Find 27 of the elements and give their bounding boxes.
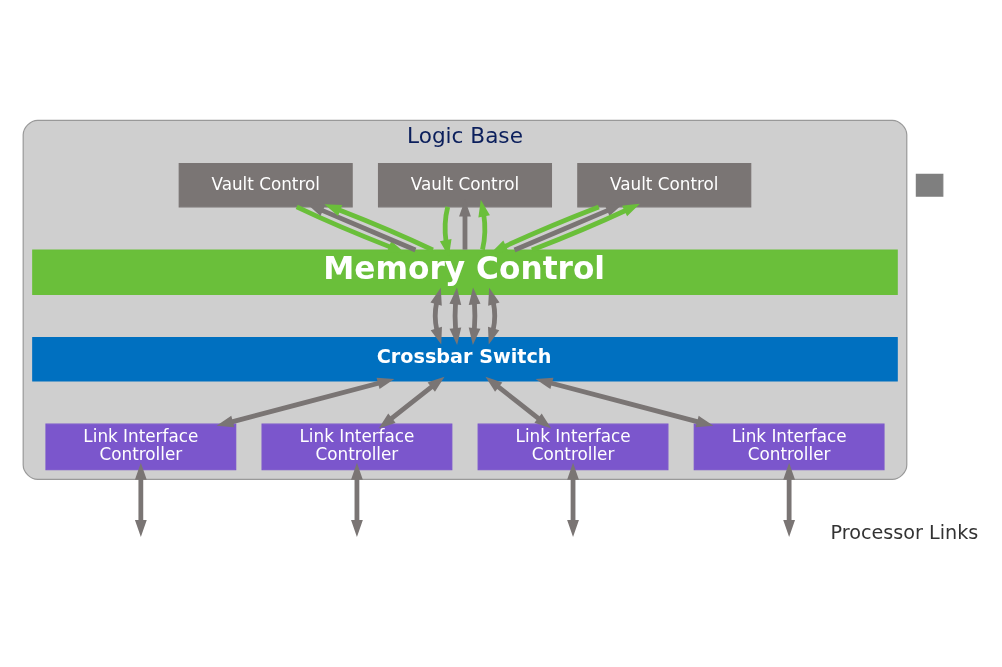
arrow — [351, 462, 363, 537]
arrow — [324, 204, 434, 253]
node-box: Vault Control — [377, 163, 552, 208]
arrow — [488, 287, 500, 345]
arrow — [378, 376, 445, 429]
arrow — [535, 377, 714, 428]
arrow — [430, 287, 442, 345]
arrow — [531, 203, 640, 253]
arrow — [449, 287, 462, 345]
node-box: Vault Control — [577, 163, 752, 208]
node-box — [915, 173, 944, 197]
arrow — [216, 377, 395, 428]
node-box: Link Interface Controller — [45, 423, 237, 471]
node-box: Memory Control — [32, 249, 898, 296]
node-box: Link Interface Controller — [477, 423, 669, 471]
node-box: Vault Control — [178, 163, 353, 208]
label: Processor Links — [830, 521, 979, 545]
arrow — [295, 204, 405, 253]
arrow — [468, 287, 481, 345]
arrow — [485, 376, 552, 429]
node-box: Link Interface Controller — [693, 423, 885, 471]
node-box: Link Interface Controller — [261, 423, 453, 471]
arrow — [567, 462, 579, 537]
arrow — [134, 462, 147, 537]
arrow — [783, 462, 796, 537]
node-box: Crossbar Switch — [32, 337, 898, 382]
arrow — [478, 199, 490, 251]
